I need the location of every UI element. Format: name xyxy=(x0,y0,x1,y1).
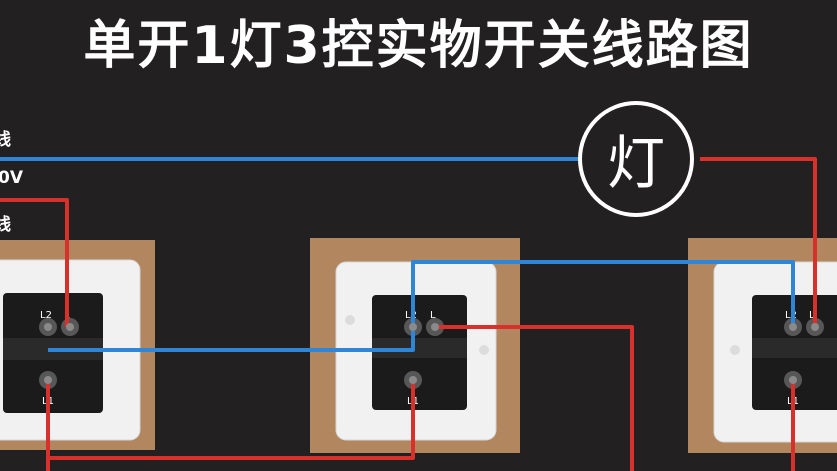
left-label-voltage: 0V xyxy=(0,168,23,188)
lamp: 灯 xyxy=(578,101,694,217)
left-label-live: 线 xyxy=(0,215,11,235)
blue-wires xyxy=(0,157,795,352)
lamp-label: 灯 xyxy=(607,129,665,197)
lamp-return-wire xyxy=(700,157,817,327)
lamp-circle xyxy=(578,101,694,217)
traveler-wire-2-right xyxy=(435,325,634,471)
switch-3: L2 L L1 xyxy=(688,238,837,453)
terminal-label-2-L: L xyxy=(430,310,436,321)
switch-1: L2 L L1 xyxy=(0,240,155,450)
diagram-title: 单开1灯3控实物开关线路图 xyxy=(83,15,754,76)
traveler-wire-1-to-2 xyxy=(48,327,415,352)
traveler-wire-2-to-3 xyxy=(411,260,795,327)
red-wires xyxy=(0,157,817,471)
traveler-wire-2-down xyxy=(50,380,415,460)
left-label-neutral: 线 xyxy=(0,130,11,150)
terminal-label-3-L: L xyxy=(809,310,815,321)
live-wire xyxy=(0,198,69,327)
terminal-label-1-L2: L2 xyxy=(40,310,52,321)
terminal-label-2-L2: L2 xyxy=(405,310,417,321)
terminal-label-3-L2: L2 xyxy=(785,310,797,321)
